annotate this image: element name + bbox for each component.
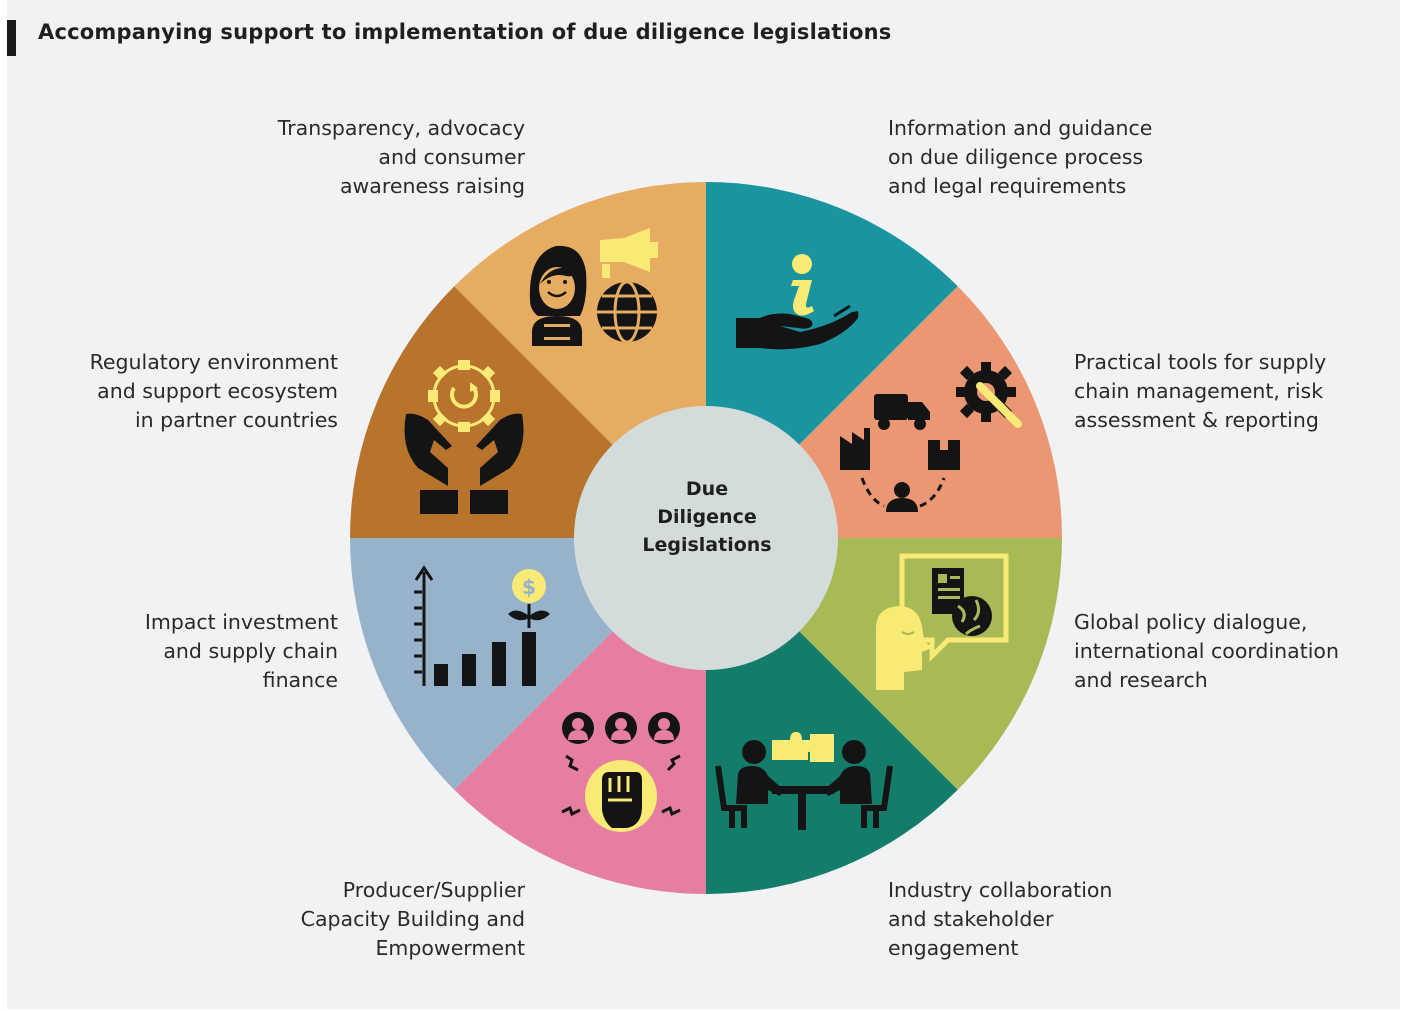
label-line: assessment & reporting (1074, 408, 1319, 432)
label-line: Industry collaboration (888, 878, 1113, 902)
label-line: Regulatory environment (89, 350, 338, 374)
collaboration-meeting-icon (715, 732, 893, 830)
label-line: chain management, risk (1074, 379, 1324, 403)
label-regulatory: Regulatory environment and support ecosy… (90, 348, 338, 435)
growth-chart-icon: $ (414, 565, 550, 686)
supply-chain-gear-icon (840, 362, 1022, 512)
center-label-line: Legislations (642, 534, 772, 556)
information-hand-icon (736, 254, 859, 350)
label-line: and legal requirements (888, 174, 1127, 198)
hands-gear-icon (404, 360, 524, 514)
empowerment-fist-icon (561, 712, 681, 832)
label-line: and stakeholder (888, 907, 1054, 931)
label-tools: Practical tools for supply chain managem… (1074, 348, 1326, 435)
advocacy-megaphone-icon (529, 228, 658, 346)
label-line: Information and guidance (888, 116, 1153, 140)
label-line: international coordination (1074, 639, 1339, 663)
label-line: on due diligence process (888, 145, 1144, 169)
label-line: engagement (888, 936, 1019, 960)
dialogue-research-icon (876, 553, 1009, 690)
title-accent-bar (7, 20, 16, 56)
label-line: and consumer (378, 145, 525, 169)
label-line: in partner countries (134, 408, 338, 432)
label-information: Information and guidance on due diligenc… (888, 114, 1152, 201)
center-label-line: Diligence (657, 506, 757, 528)
page-title: Accompanying support to implementation o… (38, 20, 892, 44)
label-line: and research (1074, 668, 1208, 692)
label-line: Practical tools for supply (1074, 350, 1327, 374)
label-transparency: Transparency, advocacy and consumer awar… (278, 114, 525, 201)
label-impact: Impact investment and supply chain finan… (145, 608, 338, 695)
label-policy: Global policy dialogue, international co… (1074, 608, 1339, 695)
label-line: Transparency, advocacy (277, 116, 525, 140)
center-label: Due Diligence Legislations (574, 475, 840, 559)
label-line: Impact investment (144, 610, 338, 634)
label-line: Empowerment (375, 936, 525, 960)
label-line: finance (262, 668, 338, 692)
center-label-line: Due (685, 478, 729, 500)
label-line: Producer/Supplier (342, 878, 525, 902)
svg-text:$: $ (522, 575, 536, 599)
label-producer: Producer/Supplier Capacity Building and … (301, 876, 525, 963)
center-circle (574, 406, 838, 670)
label-line: awareness raising (339, 174, 525, 198)
label-line: and supply chain (163, 639, 338, 663)
label-line: Capacity Building and (300, 907, 525, 931)
label-industry: Industry collaboration and stakeholder e… (888, 876, 1112, 963)
label-line: Global policy dialogue, (1074, 610, 1308, 634)
label-line: and support ecosystem (97, 379, 338, 403)
